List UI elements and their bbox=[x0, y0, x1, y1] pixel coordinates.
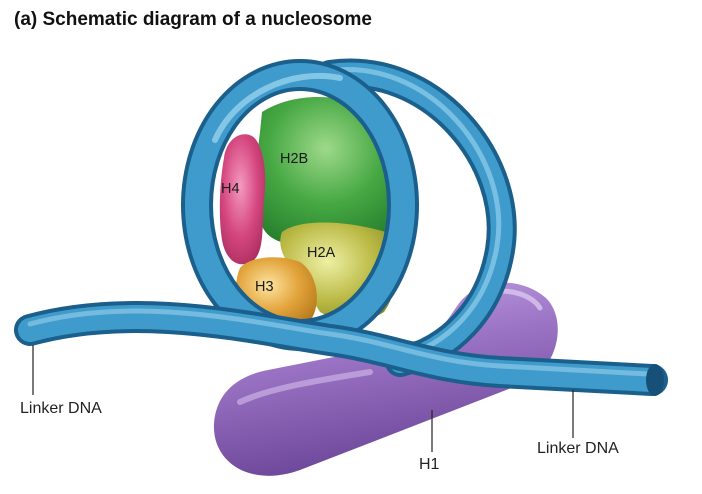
h3-label: H3 bbox=[255, 279, 274, 295]
h4-label: H4 bbox=[221, 181, 240, 197]
diagram-title: (a) Schematic diagram of a nucleosome bbox=[14, 9, 372, 30]
h4-histone bbox=[219, 134, 266, 265]
dna-back-coil bbox=[315, 58, 517, 377]
h2b-label: H2B bbox=[280, 151, 308, 167]
linker-dna-strand bbox=[14, 301, 668, 396]
linker-dna-right-label: Linker DNA bbox=[537, 440, 619, 457]
linker-dna-left-label: Linker DNA bbox=[20, 400, 102, 417]
h2a-label: H2A bbox=[307, 245, 336, 261]
h1-label: H1 bbox=[419, 456, 440, 473]
dna-cut-end bbox=[646, 364, 664, 396]
